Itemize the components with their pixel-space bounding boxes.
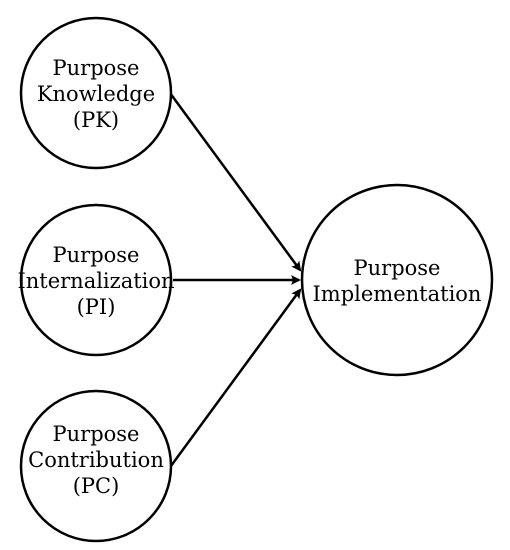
node-pc-line-3: (PC): [73, 474, 120, 498]
node-purpose-internalization: Purpose Internalization (PI): [17, 203, 175, 357]
node-impl-line-1: Purpose: [354, 256, 441, 280]
node-pc-line-2: Contribution: [28, 448, 164, 472]
node-pi-line-2: Internalization: [17, 269, 174, 293]
node-pk-line-3: (PK): [73, 108, 119, 132]
node-pc-line-1: Purpose: [53, 422, 140, 446]
node-pi-line-1: Purpose: [53, 243, 140, 267]
node-pi-line-3: (PI): [77, 295, 116, 319]
node-purpose-knowledge: Purpose Knowledge (PK): [19, 16, 173, 170]
node-pk-line-1: Purpose: [53, 56, 140, 80]
node-pk-line-2: Knowledge: [37, 82, 155, 106]
node-purpose-implementation: Purpose Implementation: [300, 183, 494, 377]
node-purpose-contribution: Purpose Contribution (PC): [19, 389, 173, 543]
node-impl-line-2: Implementation: [313, 282, 482, 306]
arrow-pc-to-implementation: [166, 288, 302, 471]
arrow-pk-to-implementation: [168, 92, 302, 272]
